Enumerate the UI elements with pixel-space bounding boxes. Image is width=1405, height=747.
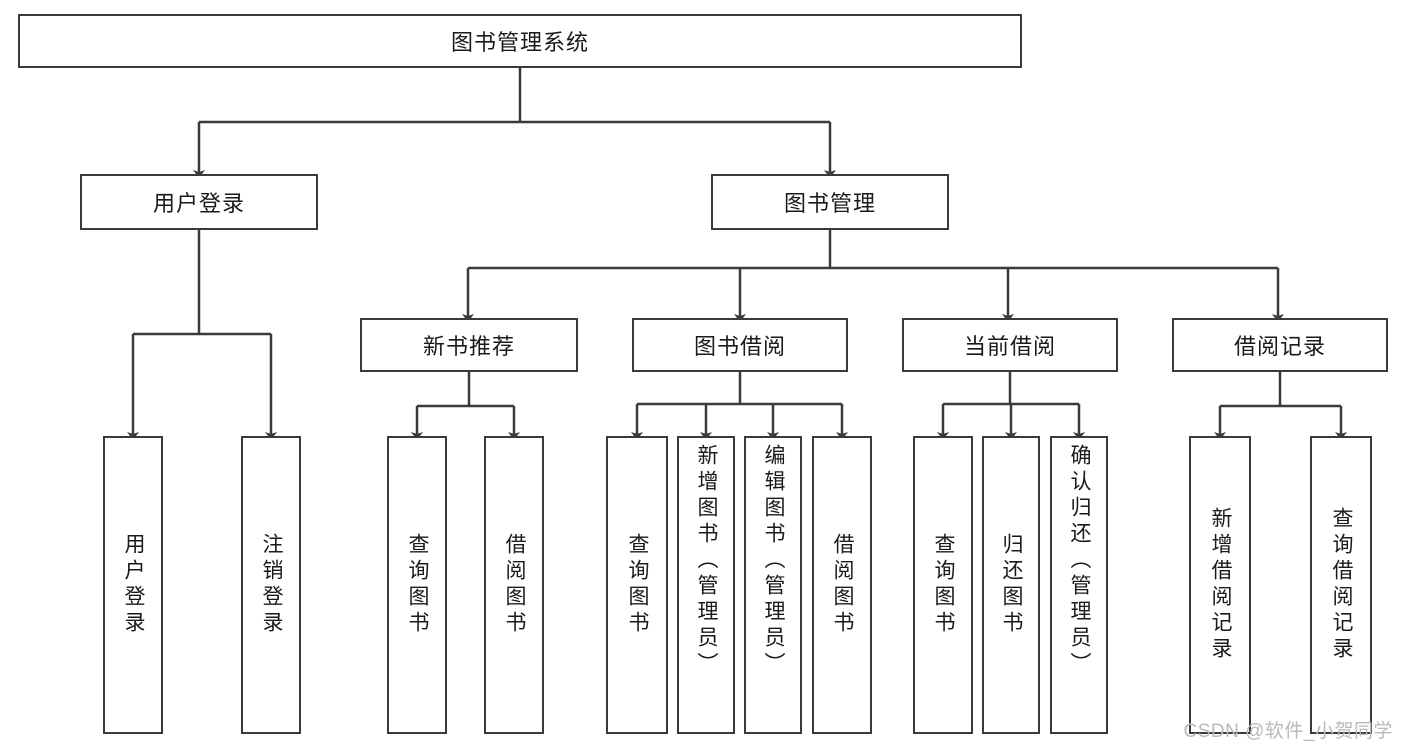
- node-label: 用户登录: [152, 191, 245, 216]
- node-cur-query[interactable]: 查询图书: [913, 436, 973, 734]
- node-label: 图书借阅: [693, 334, 786, 359]
- node-rec-add[interactable]: 新增借阅记录: [1189, 436, 1251, 734]
- node-label: 查询借阅记录: [1330, 507, 1353, 663]
- node-newbook[interactable]: 新书推荐: [360, 318, 578, 372]
- node-label: 确认归还（管理员）: [1068, 444, 1091, 678]
- node-label: 借阅记录: [1233, 334, 1326, 359]
- node-label: 注销登录: [260, 533, 283, 637]
- node-cur-confirm[interactable]: 确认归还（管理员）: [1050, 436, 1108, 734]
- node-label: 查询图书: [932, 533, 955, 637]
- node-bookmgmt[interactable]: 图书管理: [711, 174, 949, 230]
- node-label: 图书管理系统: [450, 30, 589, 55]
- node-cur-return[interactable]: 归还图书: [982, 436, 1040, 734]
- node-records[interactable]: 借阅记录: [1172, 318, 1388, 372]
- node-bk-add[interactable]: 新增图书（管理员）: [677, 436, 735, 734]
- node-bk-borrow[interactable]: 借阅图书: [812, 436, 872, 734]
- node-label: 图书管理: [783, 191, 876, 216]
- watermark: CSDN @软件_小贺同学: [1183, 721, 1393, 742]
- node-nb-query[interactable]: 查询图书: [387, 436, 447, 734]
- node-label: 查询图书: [406, 533, 429, 637]
- node-label: 当前借阅: [963, 334, 1056, 359]
- node-bk-edit[interactable]: 编辑图书（管理员）: [744, 436, 802, 734]
- node-bk-query[interactable]: 查询图书: [606, 436, 668, 734]
- node-label: 新增图书（管理员）: [695, 444, 718, 678]
- node-label: 借阅图书: [503, 533, 526, 637]
- node-label: 查询图书: [626, 533, 649, 637]
- node-label: 归还图书: [1000, 533, 1023, 637]
- node-rec-query[interactable]: 查询借阅记录: [1310, 436, 1372, 734]
- node-root[interactable]: 图书管理系统: [18, 14, 1022, 68]
- node-label: 借阅图书: [831, 533, 854, 637]
- node-label: 用户登录: [122, 533, 145, 637]
- node-label: 编辑图书（管理员）: [762, 444, 785, 678]
- node-login-out[interactable]: 注销登录: [241, 436, 301, 734]
- node-label: 新书推荐: [422, 334, 515, 359]
- node-login[interactable]: 用户登录: [80, 174, 318, 230]
- node-login-in[interactable]: 用户登录: [103, 436, 163, 734]
- node-current[interactable]: 当前借阅: [902, 318, 1118, 372]
- node-nb-borrow[interactable]: 借阅图书: [484, 436, 544, 734]
- node-label: 新增借阅记录: [1209, 507, 1232, 663]
- node-borrow[interactable]: 图书借阅: [632, 318, 848, 372]
